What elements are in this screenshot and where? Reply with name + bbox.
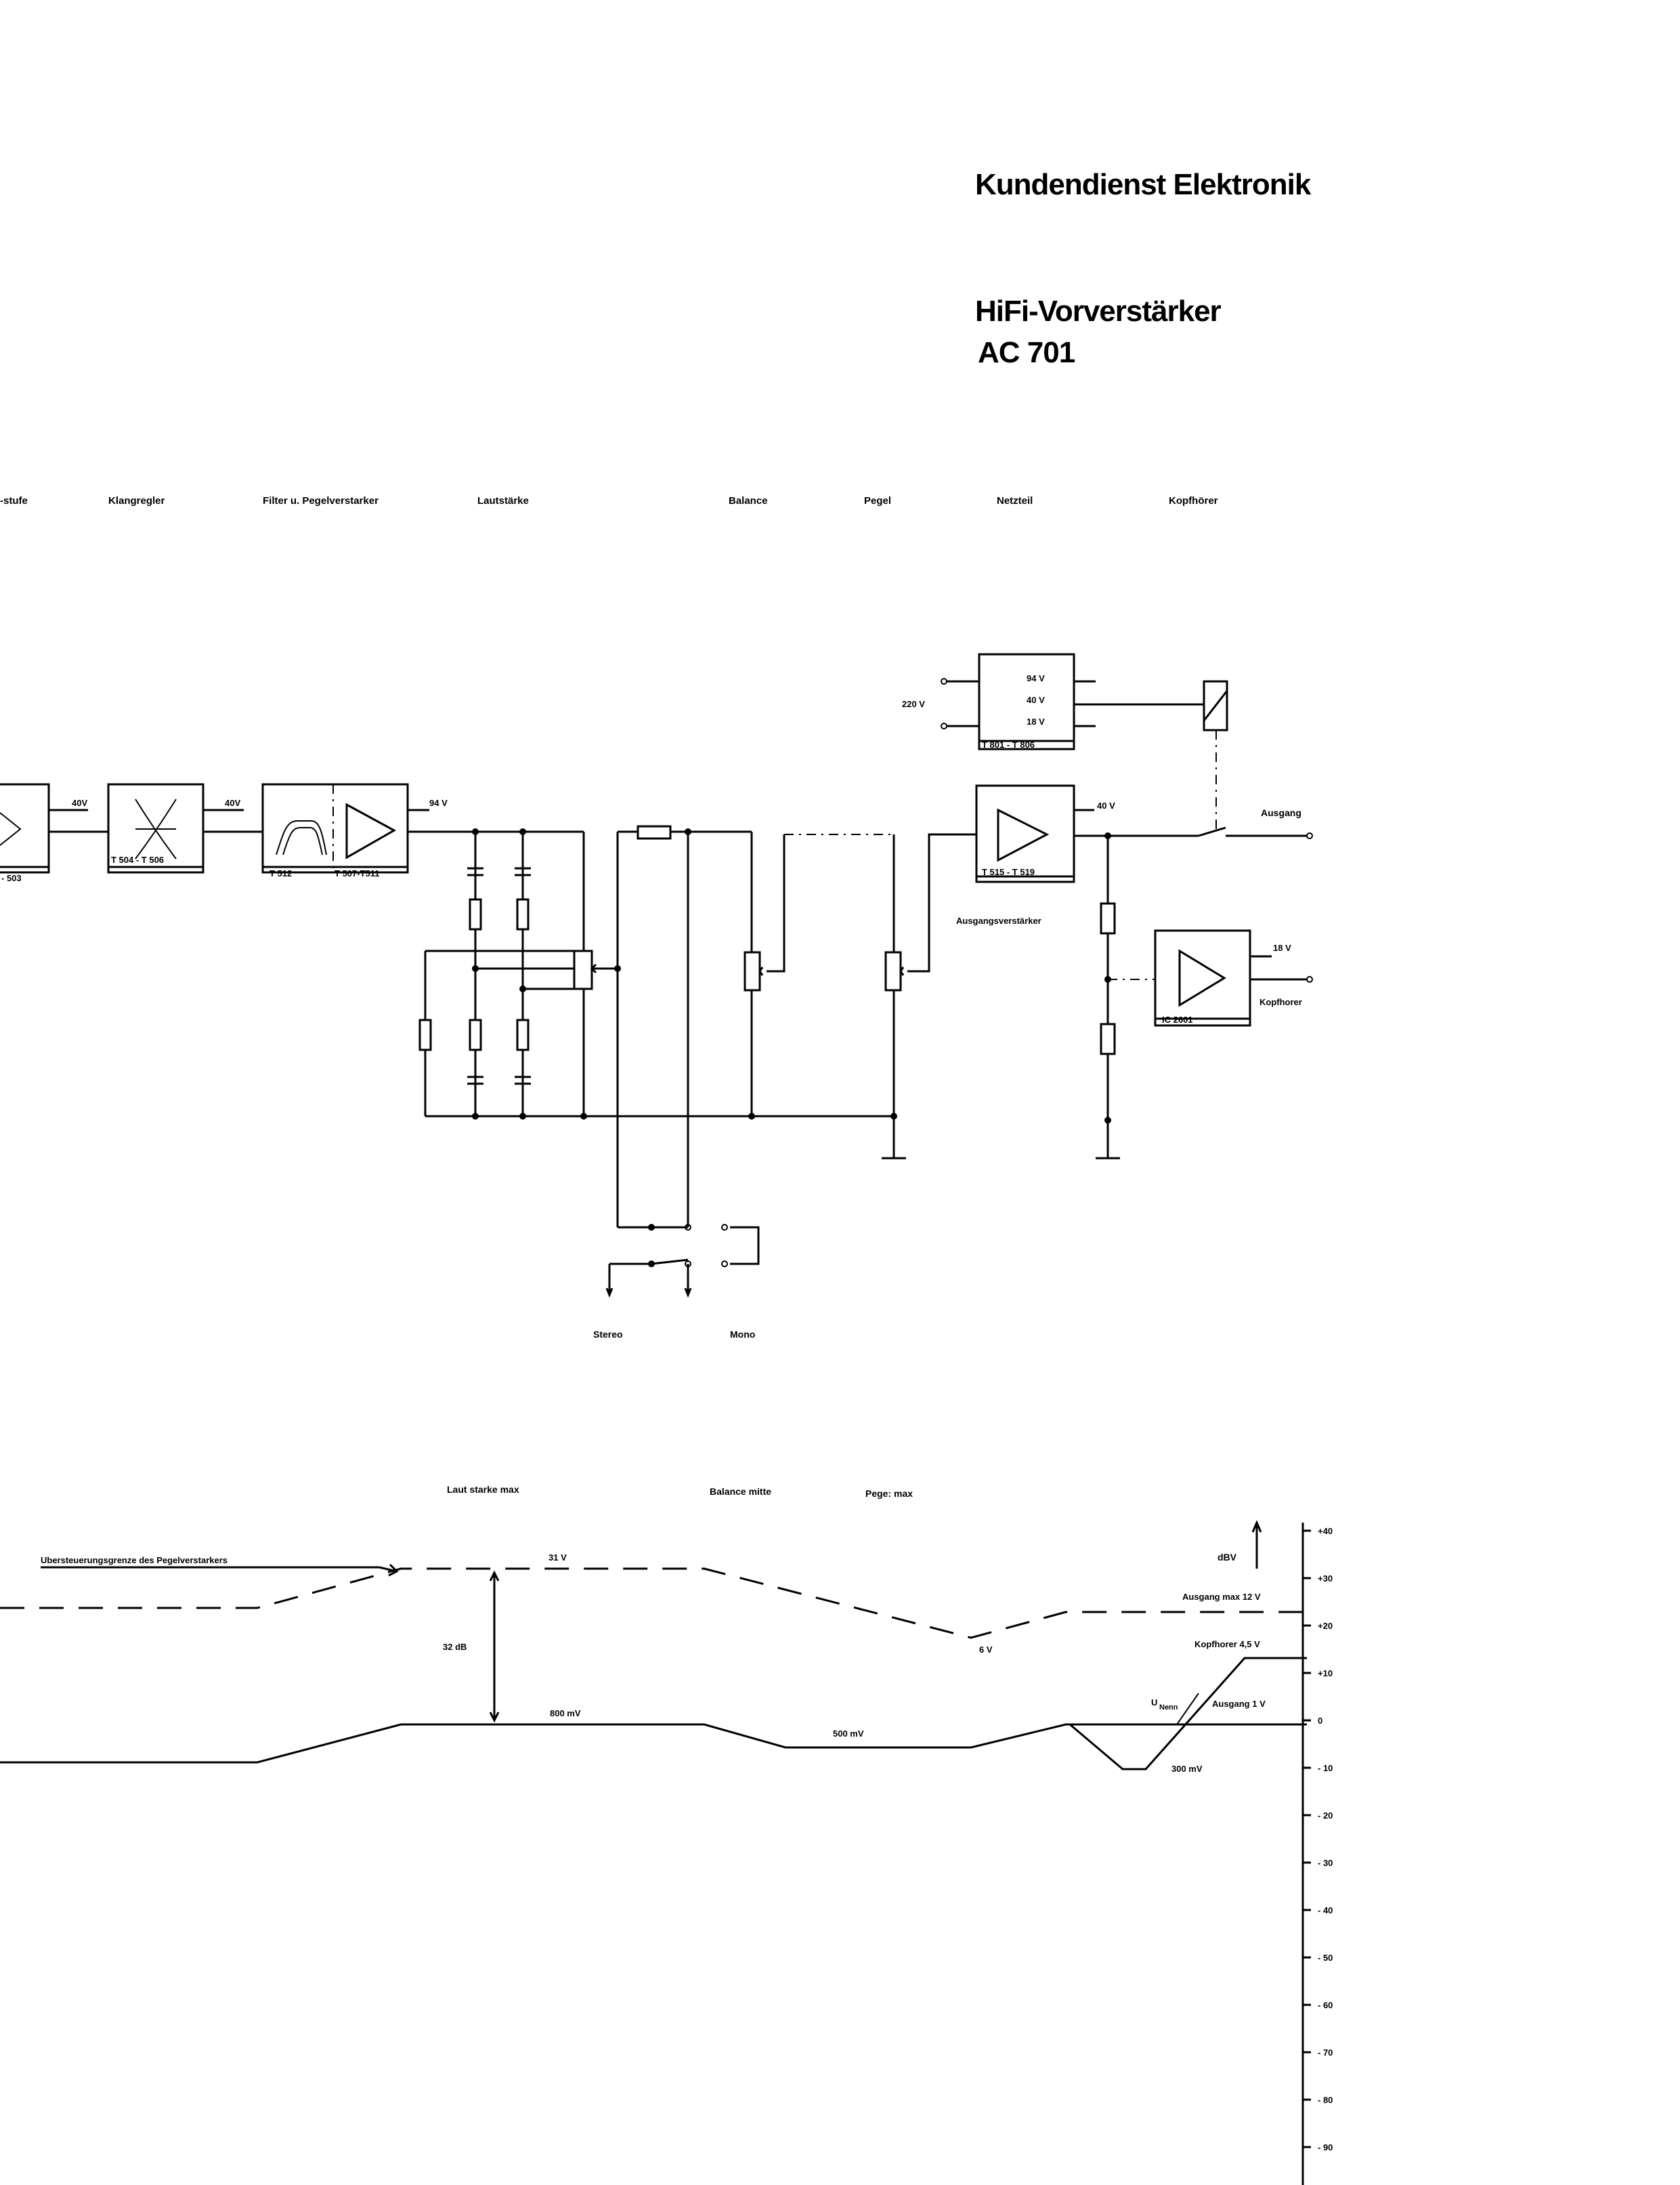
setting-pegel: Pege: max [865,1488,913,1499]
model-number: AC 701 [978,336,1075,369]
section-vorstufe: -stufe [0,495,28,507]
amp-voltage: 94 V [429,798,448,808]
klang-label: T 504 - T 506 [111,855,164,865]
section-filter: Filter u. Pegelverstarker [263,495,379,507]
axis-tick-label: - 70 [1318,2048,1333,2058]
block-filter-amp: T 512 T 507-T511 94 V [261,783,584,878]
klang-voltage: 40V [225,798,240,808]
netzteil-input: 220 V [902,699,925,709]
document-title: HiFi-Vorverstärker [975,295,1222,328]
label-500mv: 500 mV [833,1728,864,1739]
label-800mv: 800 mV [550,1708,581,1718]
filter-label: T 512 [270,868,292,878]
company-heading: Kundendienst Elektronik [975,168,1311,201]
axis-tick-label: - 40 [1318,1905,1333,1915]
loudness-network [418,828,894,1120]
label-unenn: U [1151,1697,1157,1707]
axis-tick-label: - 90 [1318,2142,1333,2152]
netzteil-18v: 18 V [1027,717,1045,727]
axis-tick-label: - 20 [1318,1810,1333,1821]
level-axis-ticks: +40 +30 +20 +10 0 - 10 - 20 - 30 - 40 - 50 - 60 - 7… [1303,1526,1333,2152]
section-klangregler: Klangregler [108,495,165,507]
amp-label: T 507-T511 [335,868,380,878]
label-300mv: 300 mV [1171,1764,1203,1774]
axis-tick-label: +10 [1318,1668,1333,1678]
out-amp-label: T 515 - T 519 [982,867,1035,877]
section-pegel: Pegel [864,495,891,507]
label-32db: 32 dB [443,1642,467,1652]
ic-voltage: 18 V [1273,943,1291,953]
label-6v: 6 V [979,1645,993,1655]
block1-label: - 503 [1,873,22,883]
netzteil-block: 94 V 40 V 18 V T 801 - T 806 220 V [902,653,1228,830]
block-klangregler: T 504 - T 506 40V [107,783,263,874]
label-kopfhorer: Kopfhorer 4,5 V [1194,1639,1260,1649]
axis-tick-label: +30 [1318,1573,1333,1584]
output-amplifier: T 515 - T 519 Ausgangsverstärker 40 V Au… [956,784,1313,1160]
setting-balance: Balance mitte [710,1486,771,1497]
section-kopfhoerer: Kopfhörer [1169,495,1218,507]
ic-label: IC 2601 [1162,1015,1193,1025]
level-diagram: Laut starke max Balance mitte Pege: max … [0,1484,1333,2185]
out-amp-name: Ausgangsverstärker [956,916,1041,926]
block-preamp-input: - 503 40V [0,783,108,883]
label-unenn-sub: Nenn [1159,1703,1178,1712]
section-balance: Balance [729,495,768,507]
axis-tick-label: - 50 [1318,1953,1333,1963]
ausgang-label: Ausgang [1261,807,1301,818]
stereo-label: Stereo [593,1329,623,1340]
axis-tick-label: - 60 [1318,2000,1333,2010]
axis-unit: dBV [1218,1552,1237,1563]
axis-tick-label: - 10 [1318,1763,1333,1773]
axis-tick-label: +40 [1318,1526,1333,1536]
section-netzteil: Netzteil [997,495,1033,507]
block1-voltage: 40V [72,798,87,808]
section-lautstaerke: Lautstärke [477,495,529,507]
axis-tick-label: - 80 [1318,2095,1333,2105]
netzteil-40v: 40 V [1027,695,1045,705]
netzteil-label: T 801 - T 806 [982,740,1035,750]
axis-tick-label: +20 [1318,1621,1333,1631]
mono-label: Mono [730,1329,755,1340]
label-31v: 31 V [548,1552,567,1563]
balance-network: Stereo Mono [593,825,976,1340]
setting-lautstaerke: Laut starke max [447,1484,519,1495]
label-ausgang-max: Ausgang max 12 V [1182,1592,1261,1602]
label-ausgang-1v: Ausgang 1 V [1212,1699,1266,1709]
overload-label: Ubersteuerungsgrenze des Pegelverstarker… [41,1555,228,1565]
netzteil-94v: 94 V [1027,673,1045,683]
headphone-amplifier: IC 2601 18 V Kopfhorer [1154,929,1313,1027]
axis-tick-label: - 30 [1318,1858,1333,1868]
out-amp-voltage: 40 V [1097,801,1115,811]
section-headings: -stufe Klangregler Filter u. Pegelversta… [0,495,1218,507]
axis-tick-label: 0 [1318,1716,1322,1726]
kopfhoerer-output-label: Kopfhorer [1259,997,1302,1007]
